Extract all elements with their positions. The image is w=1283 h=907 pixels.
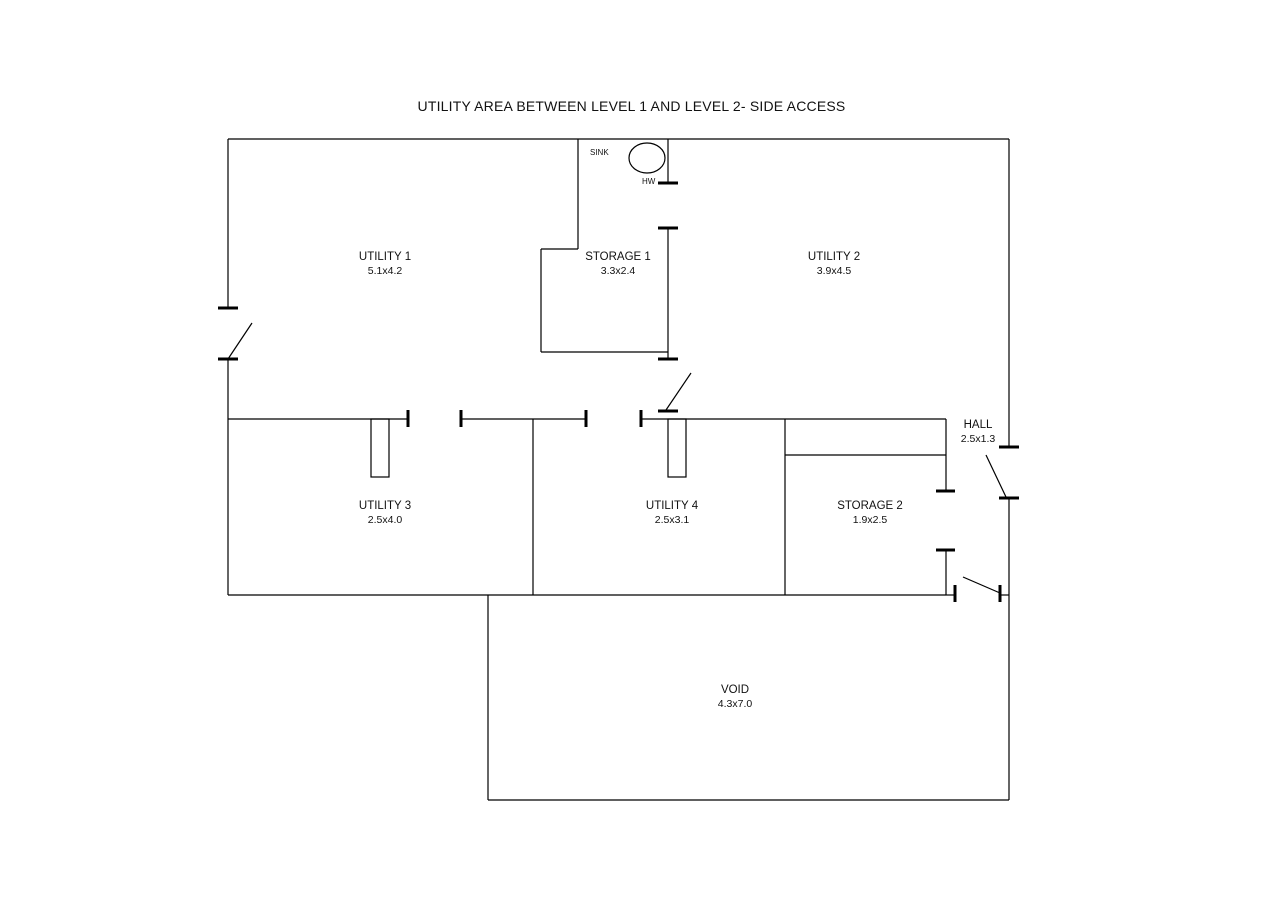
room-name: VOID xyxy=(720,684,750,696)
sink-icon xyxy=(628,142,666,174)
room-storage2: STORAGE 2 1.9x2.5 xyxy=(830,499,910,527)
room-void: VOID 4.3x7.0 xyxy=(695,683,775,711)
room-name: UTILITY 3 xyxy=(358,500,412,512)
room-name: UTILITY 2 xyxy=(807,251,861,263)
column-utility3 xyxy=(370,418,390,478)
door-jambs xyxy=(218,181,1019,602)
door-swing-utility2 xyxy=(665,372,692,411)
door-swing-exit xyxy=(962,576,1001,594)
room-hall: HALL 2.5x1.3 xyxy=(948,418,1008,446)
hw-label: HW xyxy=(642,177,656,186)
door-swing-hall xyxy=(985,454,1007,498)
room-name: UTILITY 4 xyxy=(645,500,699,512)
room-utility1: UTILITY 1 5.1x4.2 xyxy=(345,250,425,278)
room-name: STORAGE 1 xyxy=(585,251,651,263)
walls xyxy=(227,138,1010,801)
door-swing-utility1 xyxy=(227,322,253,360)
room-storage1: STORAGE 1 3.3x2.4 xyxy=(578,250,658,278)
room-utility3: UTILITY 3 2.5x4.0 xyxy=(345,499,425,527)
room-dims: 3.9x4.5 xyxy=(816,265,852,277)
room-dims: 2.5x1.3 xyxy=(960,433,996,445)
plan-title: UTILITY AREA BETWEEN LEVEL 1 AND LEVEL 2… xyxy=(417,98,846,114)
room-dims: 1.9x2.5 xyxy=(852,514,888,526)
room-dims: 5.1x4.2 xyxy=(367,265,403,277)
room-utility2: UTILITY 2 3.9x4.5 xyxy=(794,250,874,278)
sink-label: SINK xyxy=(590,148,609,157)
room-dims: 2.5x3.1 xyxy=(654,514,690,526)
room-dims: 2.5x4.0 xyxy=(367,514,403,526)
room-dims: 4.3x7.0 xyxy=(717,698,753,710)
column-utility4 xyxy=(667,418,687,478)
room-name: HALL xyxy=(963,419,993,431)
room-dims: 3.3x2.4 xyxy=(600,265,636,277)
room-name: UTILITY 1 xyxy=(358,251,412,263)
room-utility4: UTILITY 4 2.5x3.1 xyxy=(632,499,712,527)
room-name: STORAGE 2 xyxy=(837,500,903,512)
